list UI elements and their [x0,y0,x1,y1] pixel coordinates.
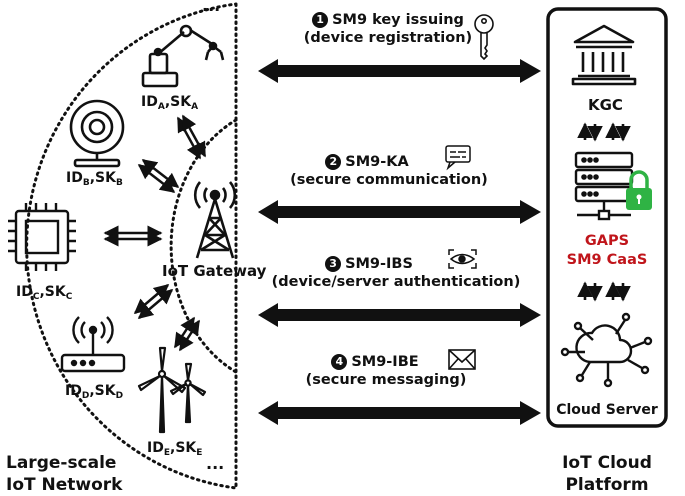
kgc-gaps-arrows [577,122,631,142]
cloud-server-label: Cloud Server [556,402,658,418]
platform-title-line1: IoT Cloud [562,453,652,473]
step-4-desc: (secure messaging) [305,372,467,388]
wind-turbine-icon [137,346,207,434]
protocol-arrows [258,59,541,425]
link-a [176,114,207,160]
step-2-badge: 2 [325,154,342,170]
gaps-label-line1: GAPS [584,233,630,249]
link-e [173,316,201,352]
device-label-c: IDC,SKC [16,284,73,302]
platform-title: IoT Cloud Platform [548,452,666,496]
network-ellipsis-top: ... [202,0,221,15]
platform-title-line2: Platform [565,475,649,495]
device-label-e: IDE,SKE [147,440,203,458]
gateway-tower-icon [193,181,237,259]
arrow-step-4 [258,401,541,425]
lock-icon [626,170,652,210]
cloud-network-icon [560,312,653,388]
device-label-a: IDA,SKA [141,94,199,112]
network-inner-boundary [169,118,238,374]
router-icon [60,316,126,373]
gaps-cloud-arrows [577,281,631,302]
network-title: Large-scale IoT Network [6,452,122,496]
gateway-links [103,114,207,352]
platform-box [546,7,668,428]
network-title-line1: Large-scale [6,453,117,473]
step-3-badge: 3 [325,256,342,272]
step-3-desc: (device/server authentication) [271,274,521,290]
key-icon [474,14,494,61]
gateway-label: IoT Gateway [162,262,267,280]
network-title-line2: IoT Network [6,475,123,495]
kgc-building-icon [571,24,637,86]
step-1-desc: (device registration) [303,30,473,46]
server-stack-icon [574,151,634,221]
arrow-step-3 [258,303,541,327]
robot-arm-icon [141,24,225,88]
arrow-step-1 [258,59,541,83]
network-ellipsis-bottom: ... [206,454,225,473]
link-d [133,284,174,319]
chat-icon [445,145,471,171]
webcam-icon [69,99,125,168]
kgc-label: KGC [588,96,623,114]
link-b [137,159,180,193]
envelope-icon [448,349,476,370]
eye-scan-icon [448,249,477,269]
device-label-d: IDD,SKD [65,383,124,401]
chip-icon [8,203,76,271]
link-c [103,225,163,247]
device-label-b: IDB,SKB [66,170,123,188]
step-4-badge: 4 [331,354,348,370]
gaps-label: GAPS SM9 CaaS [548,232,666,270]
step-2-desc: (secure communication) [290,172,488,188]
gaps-label-line2: SM9 CaaS [566,252,648,268]
step-1-badge: 1 [312,12,329,28]
arrow-step-2 [258,200,541,224]
